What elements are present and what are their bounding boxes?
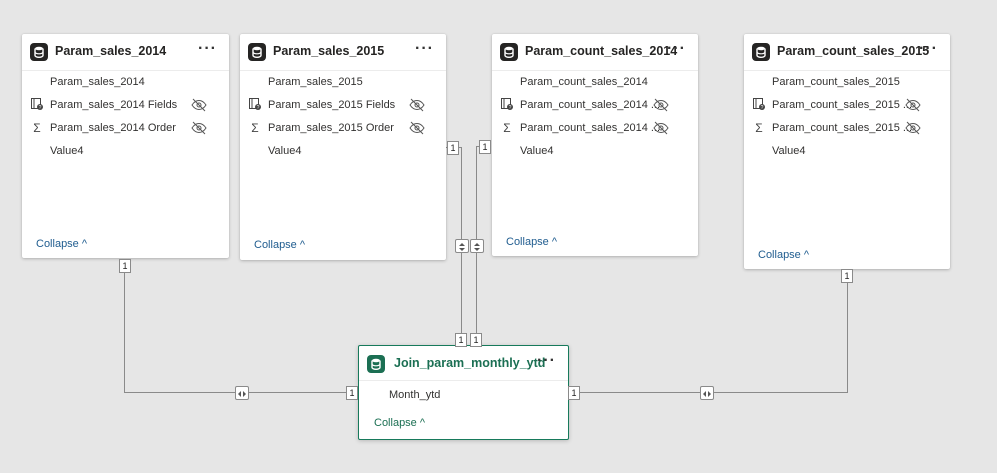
table-title: Param_count_sales_2014 [525,44,678,58]
more-options-button[interactable]: ··· [198,40,217,57]
bidirectional-filter-icon[interactable] [235,386,249,400]
collapse-button[interactable]: Collapse^ [254,239,305,251]
bidirectional-filter-icon[interactable] [700,386,714,400]
table-title: Param_count_sales_2015 [777,44,930,58]
collapse-button[interactable]: Collapse^ [374,417,425,429]
table-icon [30,43,48,61]
column-row[interactable]: ? Param_sales_2015 Fields [248,97,438,115]
column-name: Param_count_sales_2015 [772,76,900,88]
field-parameter-icon: ? [752,98,766,112]
collapse-button[interactable]: Collapse^ [758,249,809,261]
column-row[interactable]: Σ Param_count_sales_2015 ... [752,120,942,138]
column-row[interactable]: ? Param_count_sales_2014 ... [500,97,690,115]
cardinality-badge[interactable]: 1 [479,140,491,154]
column-name: Param_count_sales_2015 ... [772,122,913,134]
sigma-icon: Σ [33,121,41,135]
sigma-icon: Σ [503,121,511,135]
table-title: Join_param_monthly_ytd [394,356,546,370]
cardinality-badge[interactable]: 1 [346,386,358,400]
more-options-button[interactable]: ··· [919,40,938,57]
column-row[interactable]: ? Param_sales_2014 Fields [30,97,220,115]
hidden-eye-icon[interactable] [409,98,425,115]
table-card-header[interactable]: Param_sales_2014 ··· [22,34,229,71]
column-name: Param_sales_2015 [268,76,363,88]
collapse-button[interactable]: Collapse^ [36,238,87,250]
svg-text:?: ? [257,105,260,110]
table-card-header[interactable]: Param_count_sales_2015 ··· [744,34,950,71]
bidirectional-filter-icon[interactable] [455,239,469,253]
column-name: Value4 [50,145,84,157]
relationship-line-sales-2014 [124,271,356,393]
svg-text:?: ? [761,105,764,110]
svg-text:?: ? [509,105,512,110]
hidden-eye-icon[interactable] [905,98,921,115]
collapse-button[interactable]: Collapse^ [506,236,557,248]
column-name: Value4 [268,145,302,157]
chevron-up-icon: ^ [299,239,305,251]
cardinality-badge[interactable]: 1 [568,386,580,400]
table-icon [248,43,266,61]
hidden-eye-icon[interactable] [653,98,669,115]
column-name: Param_count_sales_2015 ... [772,99,913,111]
cardinality-badge[interactable]: 1 [841,269,853,283]
chevron-up-icon: ^ [551,236,557,248]
cardinality-badge[interactable]: 1 [470,333,482,347]
table-card-join-param-monthly-ytd[interactable]: Join_param_monthly_ytd ··· Month_ytd Col… [358,345,569,440]
column-name: Param_count_sales_2014 ... [520,122,661,134]
hidden-eye-icon[interactable] [191,98,207,115]
table-title: Param_sales_2014 [55,44,167,58]
collapse-label: Collapse [506,236,549,248]
cardinality-badge[interactable]: 1 [119,259,131,273]
table-icon [367,355,385,373]
more-options-button[interactable]: ··· [537,352,556,369]
table-card-header[interactable]: Param_sales_2015 ··· [240,34,446,71]
hidden-eye-icon[interactable] [653,121,669,138]
more-options-button[interactable]: ··· [667,40,686,57]
collapse-label: Collapse [254,239,297,251]
column-name: Param_count_sales_2014 [520,76,648,88]
table-icon [500,43,518,61]
field-parameter-icon: ? [248,98,262,112]
column-name: Param_sales_2014 Fields [50,99,178,111]
field-parameter-icon: ? [500,98,514,112]
cardinality-badge[interactable]: 1 [455,333,467,347]
column-name: Param_sales_2015 Fields [268,99,396,111]
hidden-eye-icon[interactable] [409,121,425,138]
table-card-param-count-sales-2015[interactable]: Param_count_sales_2015 ··· Param_count_s… [744,34,950,269]
hidden-eye-icon[interactable] [191,121,207,138]
hidden-eye-icon[interactable] [905,121,921,138]
table-card-header[interactable]: Join_param_monthly_ytd ··· [359,346,568,381]
svg-text:?: ? [39,105,42,110]
collapse-label: Collapse [374,417,417,429]
chevron-up-icon: ^ [81,238,87,250]
cardinality-badge[interactable]: 1 [447,141,459,155]
column-name: Param_sales_2014 [50,76,145,88]
column-row[interactable]: Σ Param_sales_2014 Order [30,120,220,138]
column-name: Param_count_sales_2014 ... [520,99,661,111]
chevron-up-icon: ^ [803,249,809,261]
table-icon [752,43,770,61]
column-row[interactable]: ? Param_count_sales_2015 ... [752,97,942,115]
column-row[interactable]: Σ Param_sales_2015 Order [248,120,438,138]
column-name: Value4 [520,145,554,157]
relationship-line-count-sales-2015 [569,282,848,393]
table-card-param-count-sales-2014[interactable]: Param_count_sales_2014 ··· Param_count_s… [492,34,698,256]
collapse-label: Collapse [758,249,801,261]
column-name: Month_ytd [389,389,441,401]
column-name: Param_sales_2014 Order [50,122,176,134]
column-name: Value4 [772,145,806,157]
sigma-icon: Σ [755,121,763,135]
column-row[interactable]: Σ Param_count_sales_2014 ... [500,120,690,138]
sigma-icon: Σ [251,121,259,135]
field-parameter-icon: ? [30,98,44,112]
chevron-up-icon: ^ [419,417,425,429]
more-options-button[interactable]: ··· [415,40,434,57]
table-card-param-sales-2015[interactable]: Param_sales_2015 ··· Param_sales_2015 ? … [240,34,446,260]
column-name: Param_sales_2015 Order [268,122,394,134]
table-card-header[interactable]: Param_count_sales_2014 ··· [492,34,698,71]
table-card-param-sales-2014[interactable]: Param_sales_2014 ··· Param_sales_2014 ? … [22,34,229,258]
table-title: Param_sales_2015 [273,44,385,58]
bidirectional-filter-icon[interactable] [470,239,484,253]
collapse-label: Collapse [36,238,79,250]
